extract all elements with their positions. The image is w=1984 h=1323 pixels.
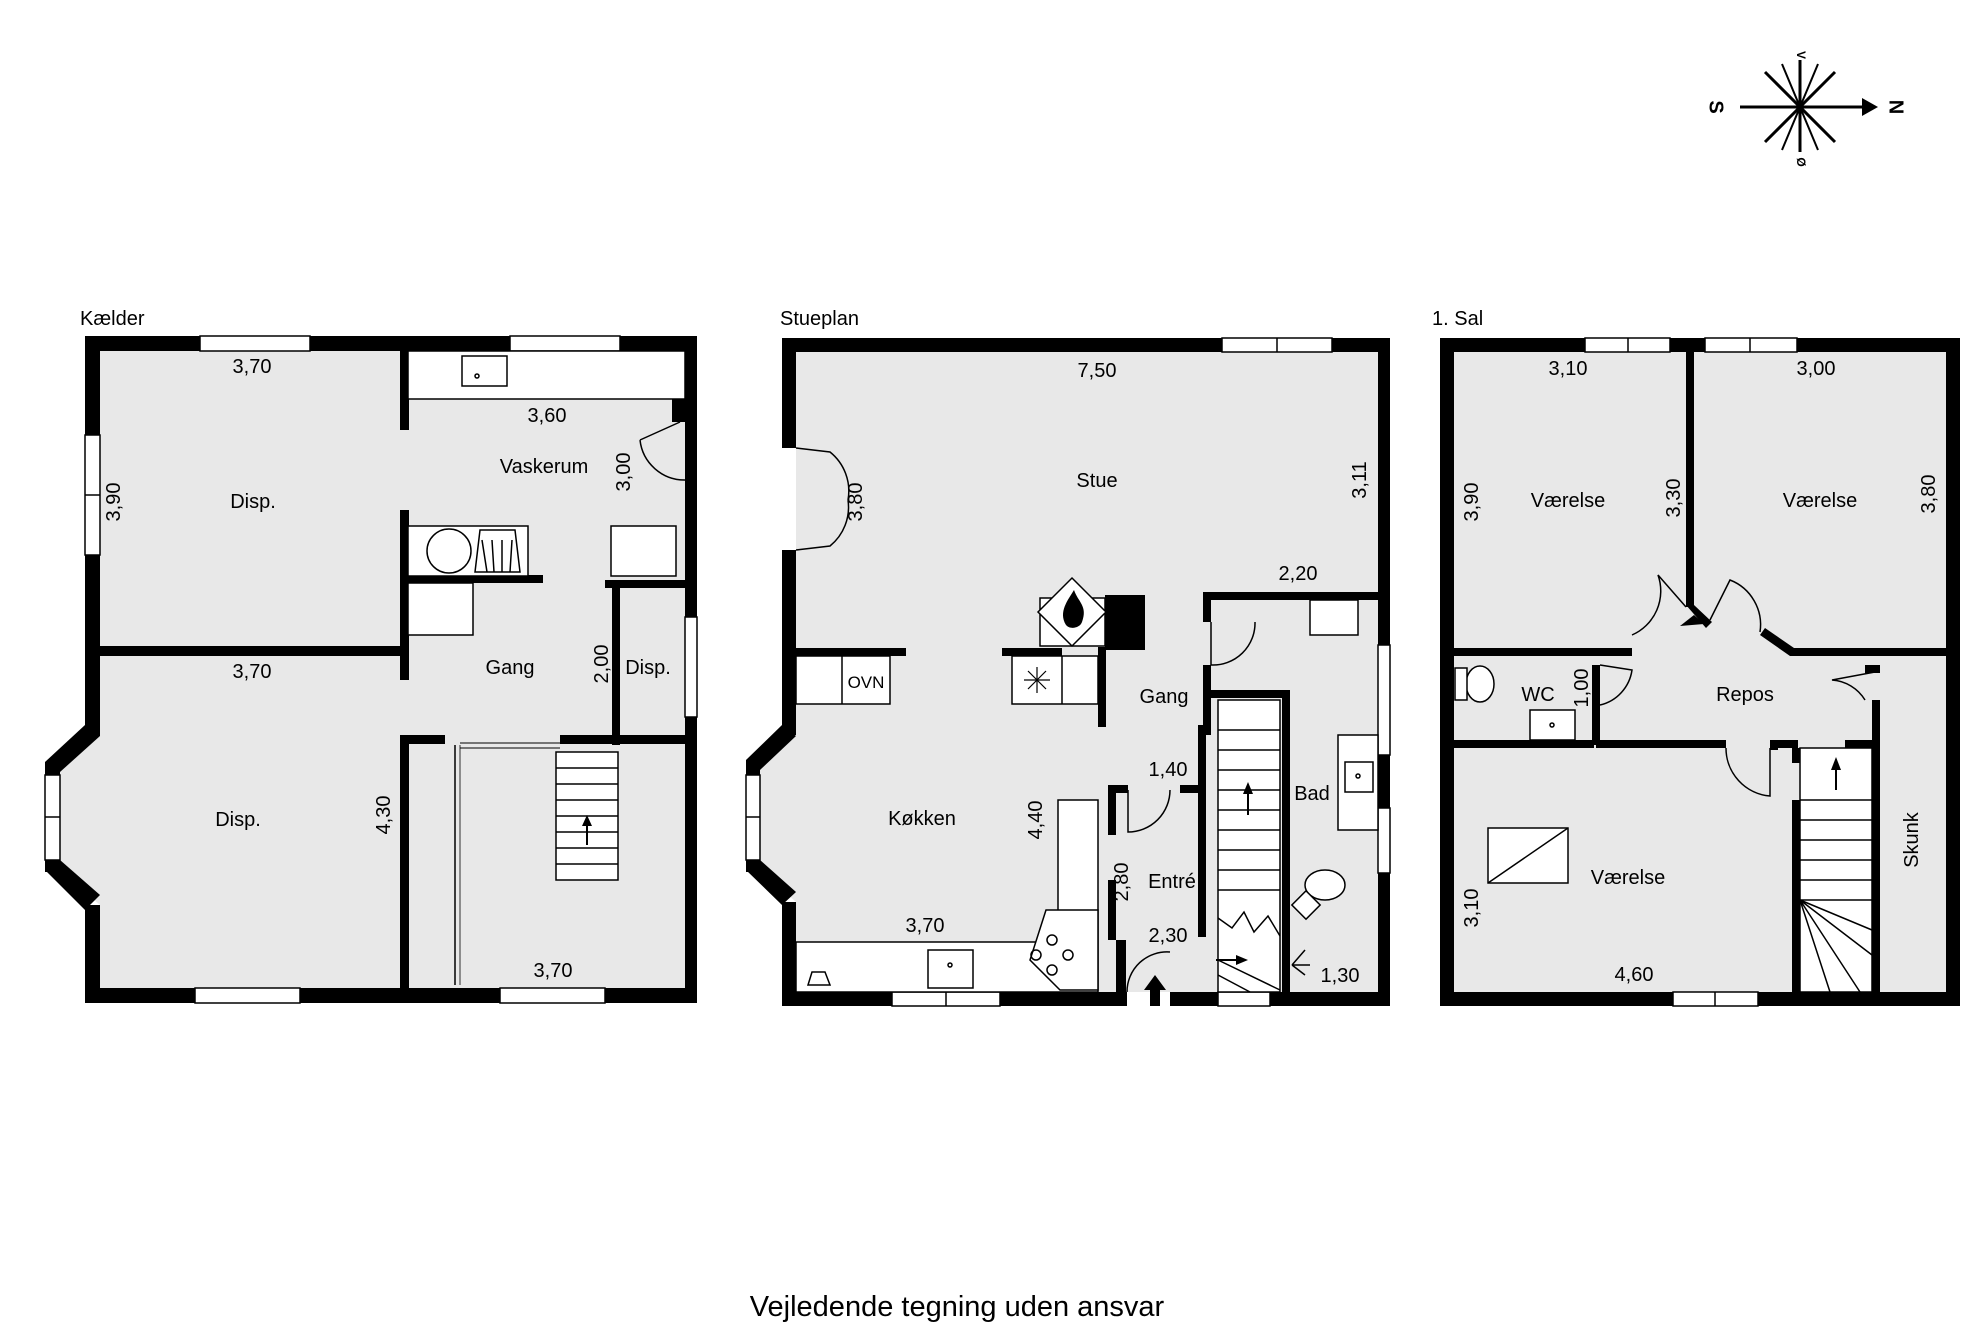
shower-icon bbox=[1291, 949, 1310, 976]
dimension-label: 4,40 bbox=[1025, 801, 1047, 840]
first-fixtures bbox=[1454, 574, 1876, 993]
dimension-label: 3,00 bbox=[613, 453, 635, 492]
room-label-disp-small: Disp. bbox=[625, 657, 671, 679]
floor-basement: Kælder bbox=[44, 308, 698, 1004]
compass-west: V bbox=[1794, 51, 1808, 59]
dimension-label: 4,30 bbox=[373, 796, 395, 835]
dimension-label: 3,30 bbox=[1663, 479, 1685, 518]
entry-arrow-icon bbox=[1144, 975, 1166, 1006]
room-label-stue: Stue bbox=[1076, 470, 1117, 492]
room-label-vaerelse-right: Værelse bbox=[1783, 490, 1857, 512]
dimension-label: 1,40 bbox=[1149, 759, 1188, 781]
dimension-label: 2,30 bbox=[1149, 925, 1188, 947]
compass-south: S bbox=[1705, 100, 1727, 113]
utility-sink-icon bbox=[461, 355, 508, 387]
dimension-label: 3,10 bbox=[1461, 889, 1483, 928]
dimension-label: 3,70 bbox=[534, 960, 573, 982]
dimension-label: 3,70 bbox=[233, 356, 272, 378]
dimension-label: 3,60 bbox=[528, 405, 567, 427]
ground-staircase-icon bbox=[1216, 699, 1281, 993]
door-entre-icon bbox=[1127, 789, 1171, 833]
room-label-repos: Repos bbox=[1716, 684, 1774, 706]
room-label-vaerelse-left: Værelse bbox=[1531, 490, 1605, 512]
basement-fixtures bbox=[407, 350, 686, 985]
dimension-label: 4,60 bbox=[1615, 964, 1654, 986]
dimension-label: 3,80 bbox=[1918, 475, 1940, 514]
ground-windows bbox=[745, 337, 1391, 1007]
door-vaerelse-bottom-icon bbox=[1725, 747, 1771, 797]
room-label-wc: WC bbox=[1521, 684, 1554, 706]
room-label-disp-top: Disp. bbox=[230, 491, 276, 513]
entry-door-icon bbox=[1126, 951, 1171, 993]
dimension-label: 3,11 bbox=[1349, 461, 1371, 498]
floor-first: 1. Sal bbox=[1432, 308, 1960, 1007]
basement-floor-fill bbox=[60, 350, 685, 990]
first-windows bbox=[1584, 337, 1798, 1007]
first-staircase-icon bbox=[1794, 747, 1873, 993]
door-skunk-icon bbox=[1831, 671, 1876, 701]
terrace-door-icon bbox=[795, 447, 850, 551]
room-label-gang: Gang bbox=[486, 657, 535, 679]
floor-ground: Stueplan bbox=[745, 308, 1391, 1007]
room-label-skunk: Skunk bbox=[1901, 811, 1923, 868]
room-label-gang: Gang bbox=[1140, 686, 1189, 708]
room-label-kokken: Køkken bbox=[888, 808, 956, 830]
oven-label: OVN bbox=[848, 673, 885, 692]
dimension-label: 3,00 bbox=[1797, 358, 1836, 380]
wc-toilet-icon bbox=[1465, 665, 1495, 703]
basement-staircase-icon bbox=[555, 751, 619, 881]
door-vaskerum-icon bbox=[639, 421, 686, 481]
cooktop-icon bbox=[1046, 934, 1058, 946]
dimension-label: 1,30 bbox=[1321, 965, 1360, 987]
compass-east: Ø bbox=[1794, 157, 1808, 166]
dimension-label: 3,10 bbox=[1549, 358, 1588, 380]
dimension-label: 3,80 bbox=[845, 483, 867, 522]
floor-title-ground: Stueplan bbox=[780, 308, 859, 330]
dimension-label: 3,90 bbox=[1461, 483, 1483, 522]
disclaimer-text: Vejledende tegning uden ansvar bbox=[750, 1291, 1165, 1323]
door-vaerelse-right-icon bbox=[1709, 579, 1762, 633]
dimension-label: 2,80 bbox=[1111, 863, 1133, 902]
washing-machine-icon bbox=[426, 528, 472, 574]
first-walls bbox=[1440, 338, 1960, 1006]
floor-title-first: 1. Sal bbox=[1432, 308, 1483, 330]
room-label-disp-bottom: Disp. bbox=[215, 809, 261, 831]
dimension-label: 2,20 bbox=[1279, 563, 1318, 585]
dimension-label: 2,00 bbox=[591, 645, 613, 684]
dryer-icon bbox=[474, 529, 521, 573]
compass-rose: N S V Ø bbox=[1705, 51, 1907, 167]
dishwasher-icon bbox=[806, 971, 832, 986]
toilet-icon bbox=[1304, 869, 1346, 901]
room-label-entre: Entré bbox=[1148, 871, 1196, 893]
room-label-vaerelse-bottom: Værelse bbox=[1591, 867, 1665, 889]
basement-windows bbox=[44, 335, 698, 1004]
dimension-label: 3,70 bbox=[233, 661, 272, 683]
ground-fixtures: OVN bbox=[795, 447, 1379, 1006]
dimension-label: 1,00 bbox=[1571, 669, 1593, 708]
dimension-label: 7,50 bbox=[1078, 360, 1117, 382]
freezer-icon bbox=[1024, 667, 1050, 693]
dimension-label: 3,90 bbox=[103, 483, 125, 522]
kitchen-sink-icon bbox=[927, 949, 974, 989]
door-vaerelse-left-icon bbox=[1631, 574, 1687, 636]
dimension-label: 3,70 bbox=[906, 915, 945, 937]
north-arrow-icon bbox=[1862, 98, 1878, 116]
door-bad-icon bbox=[1210, 621, 1256, 666]
floor-title-basement: Kælder bbox=[80, 308, 145, 330]
room-label-vaskerum: Vaskerum bbox=[500, 456, 589, 478]
compass-north: N bbox=[1885, 100, 1907, 114]
door-wc-icon bbox=[1599, 664, 1633, 706]
room-label-bad: Bad bbox=[1294, 783, 1330, 805]
